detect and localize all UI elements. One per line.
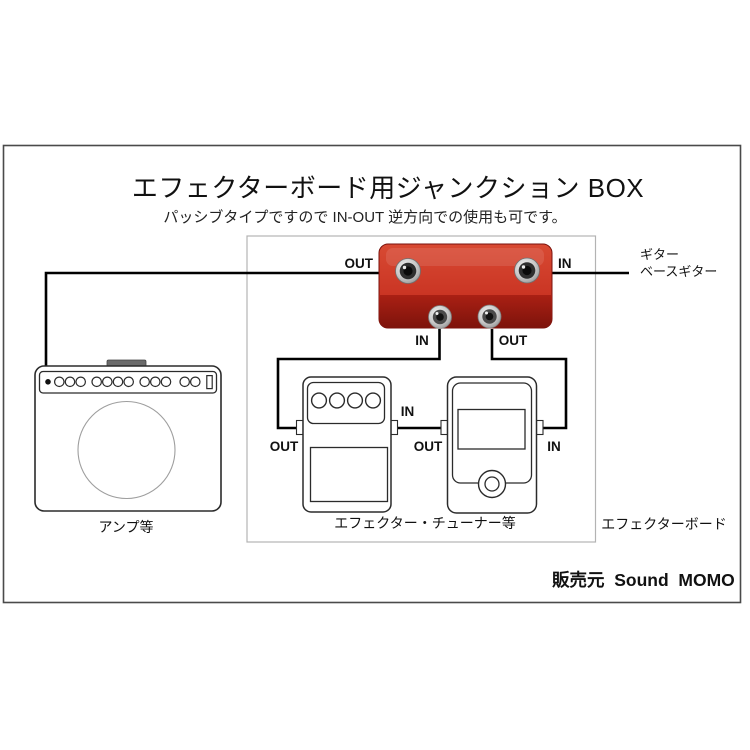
amp-body (34, 365, 222, 512)
effector-knob-panel (306, 381, 386, 425)
tuner-pedal-illustration (440, 376, 544, 514)
wire-box-front-out-to-tuner-in (490, 329, 568, 430)
effector-out-label: OUT (270, 439, 299, 454)
board-caption: エフェクターボード (601, 516, 726, 532)
wire-box-out-to-amp (44, 271, 379, 366)
junction-box-highlight (386, 248, 544, 266)
tuner-footswitch-inner (484, 476, 500, 492)
effector-out-jack-icon (295, 419, 304, 436)
amp-label: アンプ等 (98, 519, 153, 535)
tuner-screen (457, 408, 526, 450)
effector-in-label: IN (401, 404, 415, 419)
page-subtitle: パッシブタイプですので IN-OUT 逆方向での使用も可です。 (163, 208, 566, 226)
box-top-out-label: OUT (345, 256, 374, 271)
effector-in-jack-icon (390, 419, 399, 436)
wire-effector-out-to-box-front-in (276, 329, 441, 430)
pedals-caption: エフェクター・チューナー等 (334, 515, 515, 531)
effector-board-frame (246, 235, 597, 543)
bass-guitar-label: ベースギター (640, 264, 717, 279)
tuner-out-label: OUT (414, 439, 443, 454)
page-title: エフェクターボード用ジャンクション BOX (132, 173, 644, 203)
amp-knobs (53, 376, 201, 388)
front-in-jack-icon (428, 305, 452, 329)
junction-box-front-face (379, 295, 552, 328)
top-in-jack-icon (514, 257, 540, 284)
effector-knobs (310, 392, 382, 409)
amp-illustration (34, 359, 222, 512)
effector-footswitch (309, 446, 389, 503)
amp-power-switch (206, 375, 213, 390)
effector-pedal-illustration (295, 376, 399, 513)
tuner-in-jack-icon (535, 419, 544, 436)
guitar-label: ギター (640, 247, 679, 262)
vendor-label: 販売元 Sound MOMO (552, 570, 735, 590)
front-out-jack-icon (477, 304, 502, 329)
amp-input-jack-icon (45, 379, 51, 385)
amp-speaker-circle (77, 400, 176, 500)
tuner-in-label: IN (547, 439, 561, 454)
box-top-in-label: IN (558, 256, 572, 271)
junction-box-photo (378, 243, 553, 329)
box-front-in-label: IN (415, 333, 429, 348)
top-out-jack-icon (395, 258, 421, 284)
box-front-out-label: OUT (499, 333, 528, 348)
tuner-out-jack-icon (440, 419, 449, 436)
